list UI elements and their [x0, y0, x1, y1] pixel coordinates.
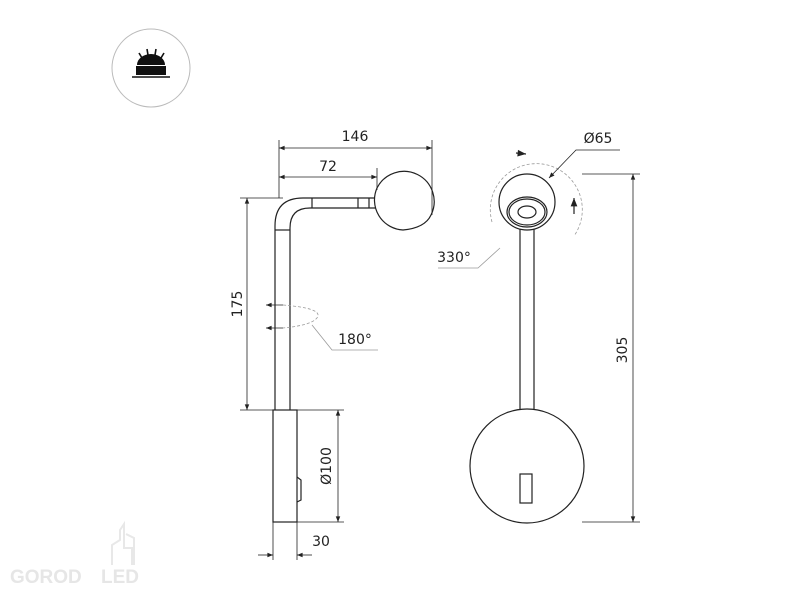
- front-view: [469, 149, 585, 524]
- dim-total-height: 305: [615, 337, 631, 364]
- dim-head-diameter: Ø65: [584, 131, 613, 147]
- dim-arm-reach: 72: [319, 159, 337, 175]
- side-dimensions: [240, 140, 433, 560]
- watermark-suffix: LED: [101, 567, 139, 588]
- side-view: [272, 170, 435, 523]
- front-dimensions: [438, 149, 640, 523]
- dim-rotation-180: 180°: [338, 332, 372, 348]
- watermark-text: GOROD: [10, 567, 82, 588]
- dim-base-diameter: Ø100: [319, 447, 335, 485]
- surface-mount-light-icon: [111, 28, 191, 108]
- dim-rotation-330: 330°: [437, 250, 471, 266]
- dim-base-depth: 30: [312, 534, 330, 550]
- dim-height-arm: 175: [230, 291, 246, 318]
- dim-width-total: 146: [342, 129, 369, 145]
- gorodled-watermark-logo: GOROD LED: [10, 520, 139, 588]
